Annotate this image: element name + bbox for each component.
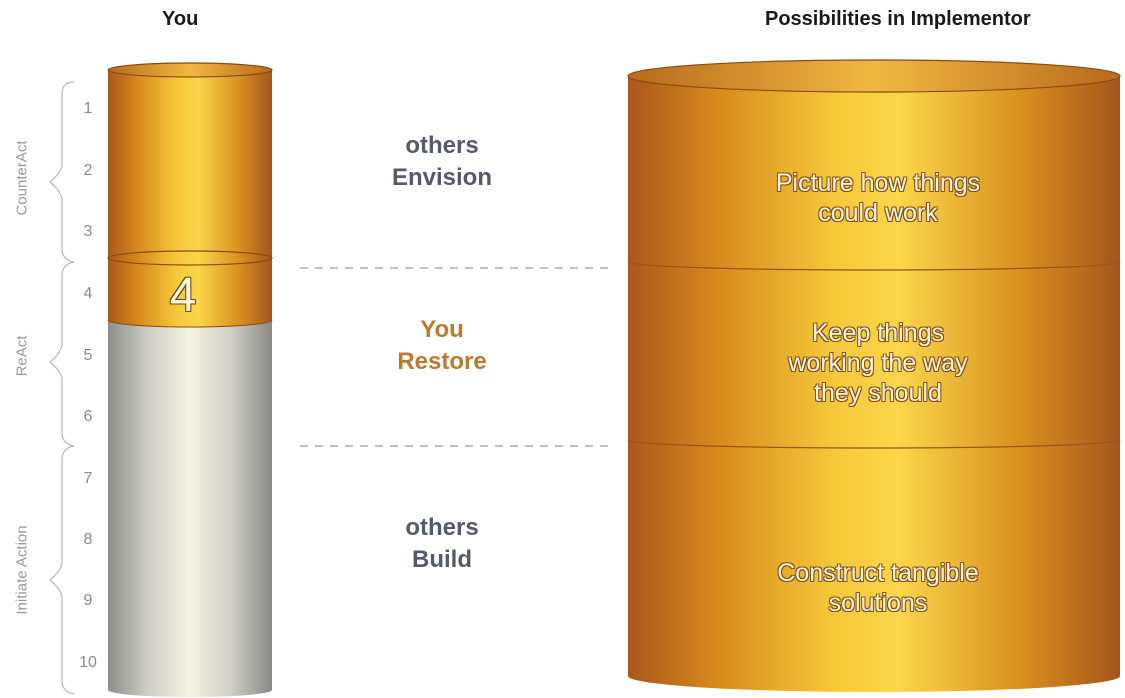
description-envision-line2: could work — [818, 199, 938, 227]
role-envision: others Envision — [332, 130, 552, 194]
counteract-brace — [49, 81, 75, 263]
level-number: 10 — [79, 654, 97, 671]
header-possibilities: Possibilities in Implementor — [765, 8, 1031, 30]
description-build-line2: solutions — [828, 589, 928, 617]
you-cylinder — [107, 62, 273, 697]
react-brace — [49, 261, 75, 447]
group-label-react: ReAct — [13, 335, 31, 377]
description-restore-line2: working the way — [788, 349, 968, 377]
header-you: You — [162, 8, 199, 30]
group-label-counteract: CounterAct — [13, 140, 31, 216]
role-restore-line1: You — [420, 316, 464, 343]
group-label-initiate-action: Initiate Action — [13, 525, 31, 615]
level-number: 6 — [83, 408, 93, 425]
description-envision: Picture how things could work — [708, 168, 1048, 228]
initiate-action-brace — [49, 445, 75, 695]
description-restore: Keep things working the way they should — [708, 318, 1048, 408]
level-number: 2 — [83, 162, 93, 179]
level-number: 1 — [83, 100, 93, 117]
description-restore-line1: Keep things — [811, 319, 945, 347]
description-build: Construct tangible solutions — [708, 558, 1048, 618]
role-envision-line2: Envision — [391, 164, 493, 191]
role-build-line2: Build — [412, 546, 472, 573]
level-number: 8 — [83, 531, 93, 548]
possibilities-cylinder — [627, 59, 1121, 692]
description-restore-line3: they should — [814, 379, 942, 407]
description-build-line1: Construct tangible — [777, 559, 979, 587]
level-number: 3 — [83, 223, 93, 240]
level-number: 9 — [83, 592, 93, 609]
level-number: 4 — [83, 285, 93, 302]
role-build: others Build — [332, 512, 552, 576]
role-restore-line2: Restore — [397, 348, 487, 375]
description-envision-line1: Picture how things — [775, 169, 981, 197]
role-restore: You Restore — [332, 314, 552, 378]
role-build-line1: others — [405, 514, 479, 541]
current-level-marker: 4 — [169, 269, 197, 322]
level-number: 5 — [83, 347, 93, 364]
role-envision-line1: others — [405, 132, 479, 159]
level-number: 7 — [83, 470, 93, 487]
